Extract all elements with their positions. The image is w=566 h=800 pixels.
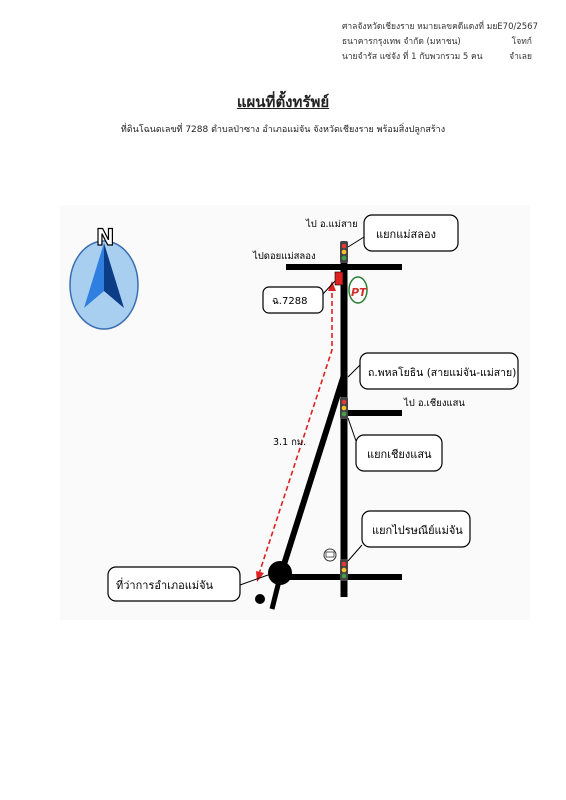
plaintiff-name: ธนาคารกรุงเทพ จำกัด (มหาชน) — [341, 37, 461, 47]
callout-parcel: ฉ.7288 — [262, 280, 336, 314]
diagonal-road — [277, 374, 347, 578]
page-title: แผนที่ตั้งทรัพย์ — [236, 93, 330, 111]
post-office-icon — [323, 548, 337, 562]
callout-mae-salong-junction: แยกแม่สลอง — [347, 214, 459, 252]
defendant-name: นายจำรัส แซ่จัง ที่ 1 กับพวกรวม 5 คน — [341, 52, 483, 62]
parcel-marker — [334, 271, 344, 286]
callout-post-office-junction: แยกไปรษณีย์แม่จัน — [347, 510, 471, 562]
route-line — [257, 285, 333, 578]
pt-logo: PT — [348, 276, 368, 304]
north-compass-icon: N — [69, 225, 139, 330]
defendant-role: จำเลย — [509, 52, 532, 62]
plaintiff-role: โจทก์ — [511, 37, 532, 47]
label-post-office-junction: แยกไปรษณีย์แม่จัน — [372, 524, 463, 537]
district-roundabout — [268, 561, 292, 585]
district-office-dot — [255, 594, 265, 604]
callout-road-name: ถ.พหลโยธิน (สายแม่จัน-แม่สาย) — [347, 352, 519, 390]
page-subtitle: ที่ดินโฉนดเลขที่ 7288 ตำบลป่าซาง อำเภอแม… — [120, 125, 446, 135]
label-chiang-saen-junction: แยกเชียงแสน — [367, 448, 432, 461]
traffic-light-mae-salong-icon — [340, 241, 348, 263]
label-to-mae-sai: ไป อ.แม่สาย — [305, 218, 358, 230]
traffic-light-post-office-icon — [340, 559, 348, 581]
route-arrow-up — [328, 281, 336, 291]
label-road-name: ถ.พหลโยธิน (สายแม่จัน-แม่สาย) — [368, 366, 516, 379]
header-line-court-case: ศาลจังหวัดเชียงราย หมายเลขคดีแดงที่ มยE7… — [341, 22, 538, 32]
pt-logo-text: PT — [351, 286, 368, 299]
callout-district-office: ที่ว่าการอำเภอแม่จัน — [107, 566, 269, 602]
route-arrow-down — [256, 571, 264, 582]
roads — [255, 245, 402, 610]
label-to-chiang-saen: ไป อ.เชียงแสน — [403, 397, 465, 409]
label-mae-salong-junction: แยกแม่สลอง — [376, 228, 436, 241]
map-background — [60, 205, 530, 620]
location-map: N PT ไป อ.แม่สาย ไปดอยแม่สลอ — [60, 205, 530, 620]
callout-chiang-saen-junction: แยกเชียงแสน — [347, 417, 443, 472]
label-parcel: ฉ.7288 — [272, 296, 307, 307]
header-line-plaintiff: ธนาคารกรุงเทพ จำกัด (มหาชน) โจทก์ — [342, 35, 532, 50]
header-line-defendant: นายจำรัส แซ่จัง ที่ 1 กับพวกรวม 5 คน จำเ… — [342, 50, 532, 65]
label-distance: 3.1 กม. — [273, 437, 306, 448]
document-header: ศาลจังหวัดเชียงราย หมายเลขคดีแดงที่ มยE7… — [342, 20, 538, 65]
label-district-office: ที่ว่าการอำเภอแม่จัน — [116, 577, 214, 592]
compass-letter: N — [96, 226, 114, 251]
traffic-light-chiang-saen-icon — [340, 397, 348, 419]
label-to-doi-mae-salong: ไปดอยแม่สลอง — [252, 250, 316, 262]
